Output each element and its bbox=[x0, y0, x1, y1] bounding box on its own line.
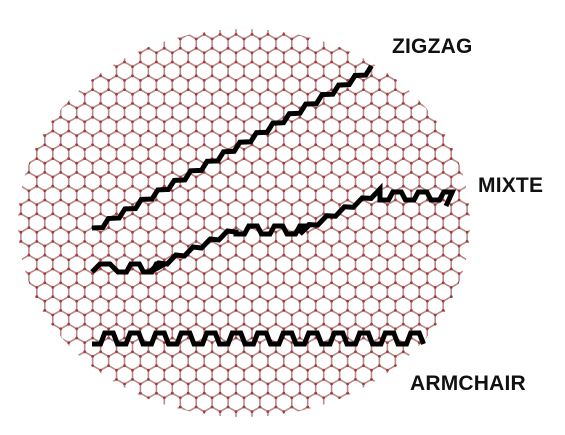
zigzag-edge-path bbox=[91, 64, 374, 231]
zigzag-label: ZIGZAG bbox=[392, 35, 473, 58]
lattice-bonds bbox=[18, 29, 470, 417]
hexagonal-lattice bbox=[18, 29, 470, 417]
edge-paths bbox=[90, 64, 457, 347]
armchair-label: ARMCHAIR bbox=[410, 372, 526, 395]
mixte-label: MIXTE bbox=[478, 174, 544, 197]
armchair-edge-path bbox=[92, 330, 426, 347]
mixte-edge-path bbox=[90, 182, 457, 275]
